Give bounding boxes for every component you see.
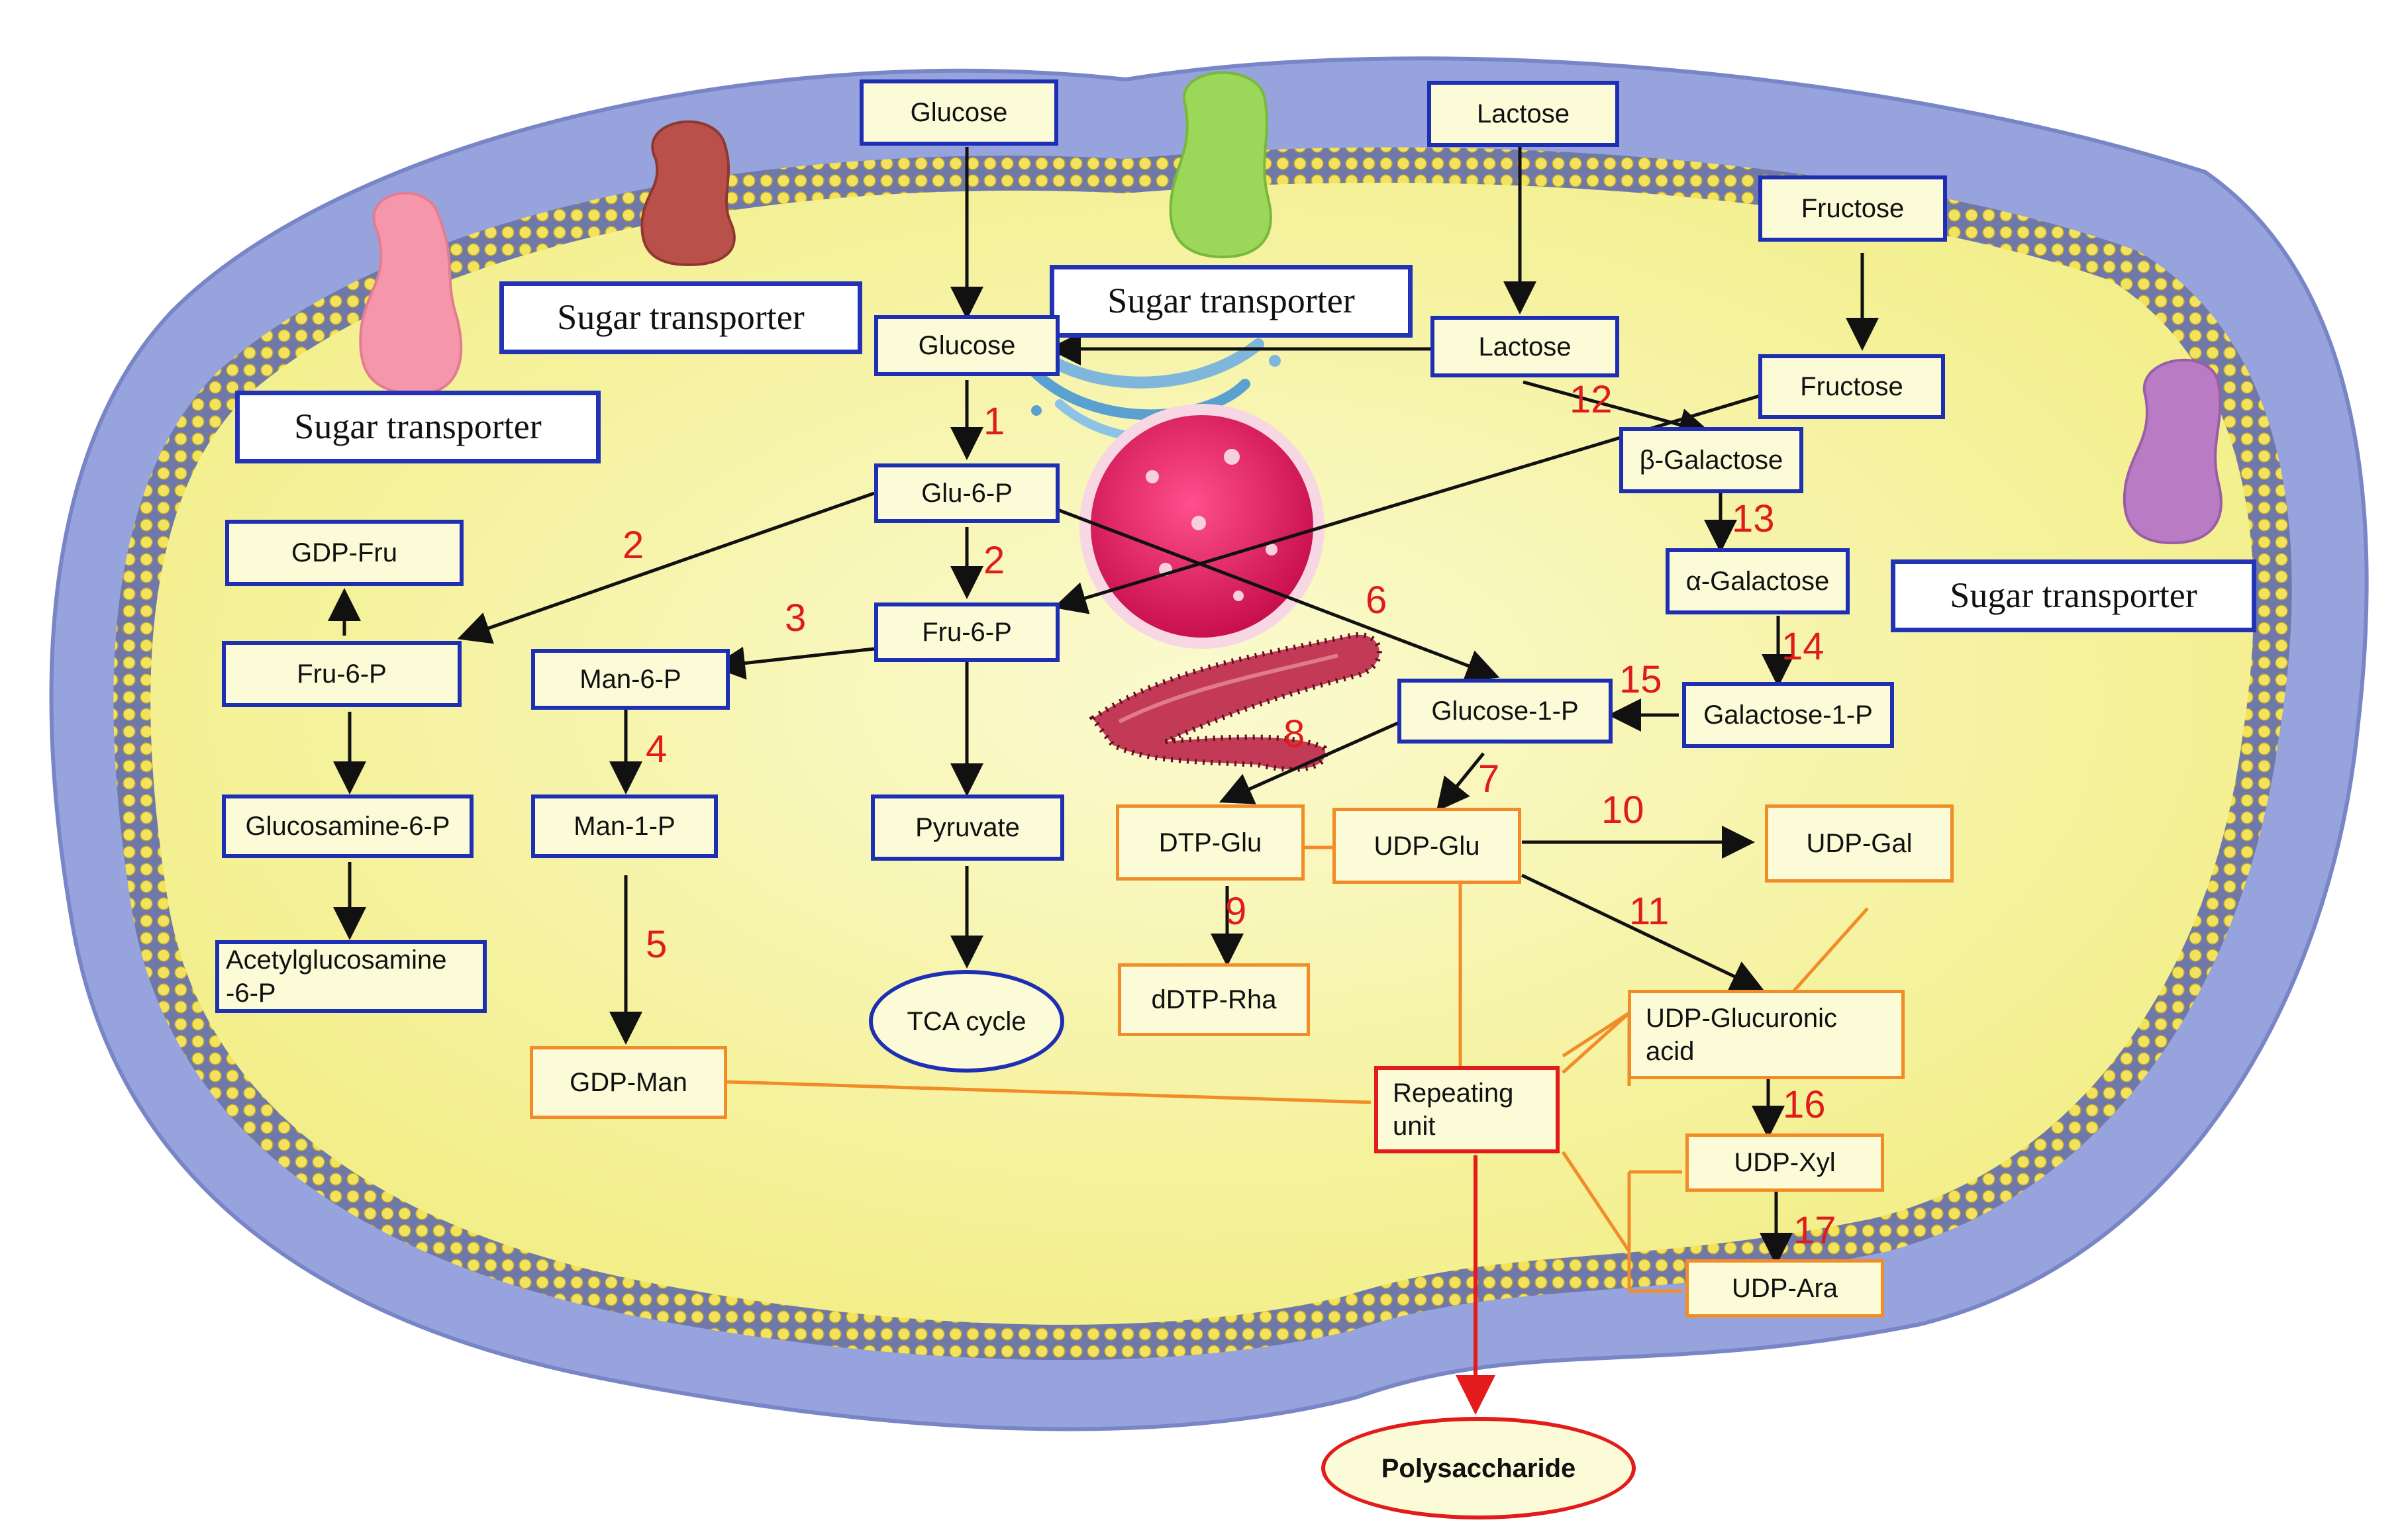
step-number: 14: [1781, 625, 1825, 668]
step-number: 7: [1478, 757, 1500, 800]
step-number: 12: [1570, 378, 1613, 421]
transporter-purple: [2123, 358, 2223, 545]
fru-6-p-left-box: Fru-6-P: [222, 641, 462, 707]
external-fructose-box: Fructose: [1758, 175, 1947, 242]
fru-6-p-box: Fru-6-P: [874, 602, 1060, 662]
udp-glucuronic-acid-box: UDP-Glucuronic acid: [1628, 990, 1905, 1079]
alpha-galactose-box: α-Galactose: [1666, 548, 1850, 614]
glu-6-p-box: Glu-6-P: [874, 463, 1060, 523]
gdp-man-box: GDP-Man: [530, 1046, 727, 1119]
transporter-label: Sugar transporter: [1050, 265, 1413, 338]
endoplasmic-reticulum: [1089, 632, 1382, 772]
ddtp-rha-box: dDTP-Rha: [1118, 963, 1310, 1036]
step-number: 2: [623, 524, 644, 567]
glucosamine-6-p-box: Glucosamine-6-P: [222, 794, 474, 858]
external-lactose-box: Lactose: [1427, 81, 1619, 147]
step-number: 8: [1283, 712, 1305, 755]
step-number: 13: [1732, 497, 1775, 540]
glucose-1-p-box: Glucose-1-P: [1397, 679, 1613, 744]
acetylglucosamine-6-p-box: Acetylglucosamine -6-P: [215, 940, 487, 1013]
lactose-box: Lactose: [1430, 316, 1619, 377]
udp-glu-box: UDP-Glu: [1332, 808, 1521, 884]
step-number: 5: [646, 923, 668, 966]
udp-xyl-box: UDP-Xyl: [1685, 1133, 1884, 1192]
step-number: 9: [1225, 890, 1247, 933]
dtp-glu-box: DTP-Glu: [1116, 804, 1305, 881]
step-number: 6: [1366, 579, 1387, 622]
transporter-brown: [640, 120, 736, 267]
transporter-pink: [359, 191, 463, 396]
man-1-p-box: Man-1-P: [531, 794, 718, 858]
gdp-fru-box: GDP-Fru: [225, 520, 464, 586]
galactose-1-p-box: Galactose-1-P: [1682, 682, 1894, 748]
step-number: 2: [983, 539, 1005, 582]
external-glucose-box: Glucose: [860, 79, 1058, 146]
step-number: 3: [785, 597, 807, 640]
transporter-green: [1169, 71, 1272, 259]
pyruvate-box: Pyruvate: [871, 794, 1064, 861]
transporter-label: Sugar transporter: [1891, 559, 2256, 632]
transporter-label: Sugar transporter: [499, 281, 862, 354]
polysaccharide-ellipse: Polysaccharide: [1321, 1417, 1636, 1519]
nucleus: [1079, 404, 1325, 649]
step-number: 16: [1783, 1083, 1826, 1126]
udp-gal-box: UDP-Gal: [1765, 804, 1954, 883]
glucose-box: Glucose: [874, 315, 1060, 376]
step-number: 17: [1793, 1209, 1836, 1252]
step-number: 10: [1601, 789, 1644, 832]
step-number: 4: [646, 728, 668, 771]
man-6-p-box: Man-6-P: [531, 649, 730, 710]
repeating-unit-box: Repeating unit: [1374, 1066, 1560, 1153]
fructose-box: Fructose: [1758, 354, 1945, 419]
transporter-label: Sugar transporter: [235, 391, 601, 463]
udp-ara-box: UDP-Ara: [1685, 1259, 1884, 1318]
step-number: 1: [983, 400, 1005, 443]
step-number: 15: [1619, 658, 1662, 701]
tca-cycle-ellipse: TCA cycle: [869, 970, 1064, 1073]
step-number: 11: [1629, 890, 1670, 933]
beta-galactose-box: β-Galactose: [1619, 427, 1803, 493]
